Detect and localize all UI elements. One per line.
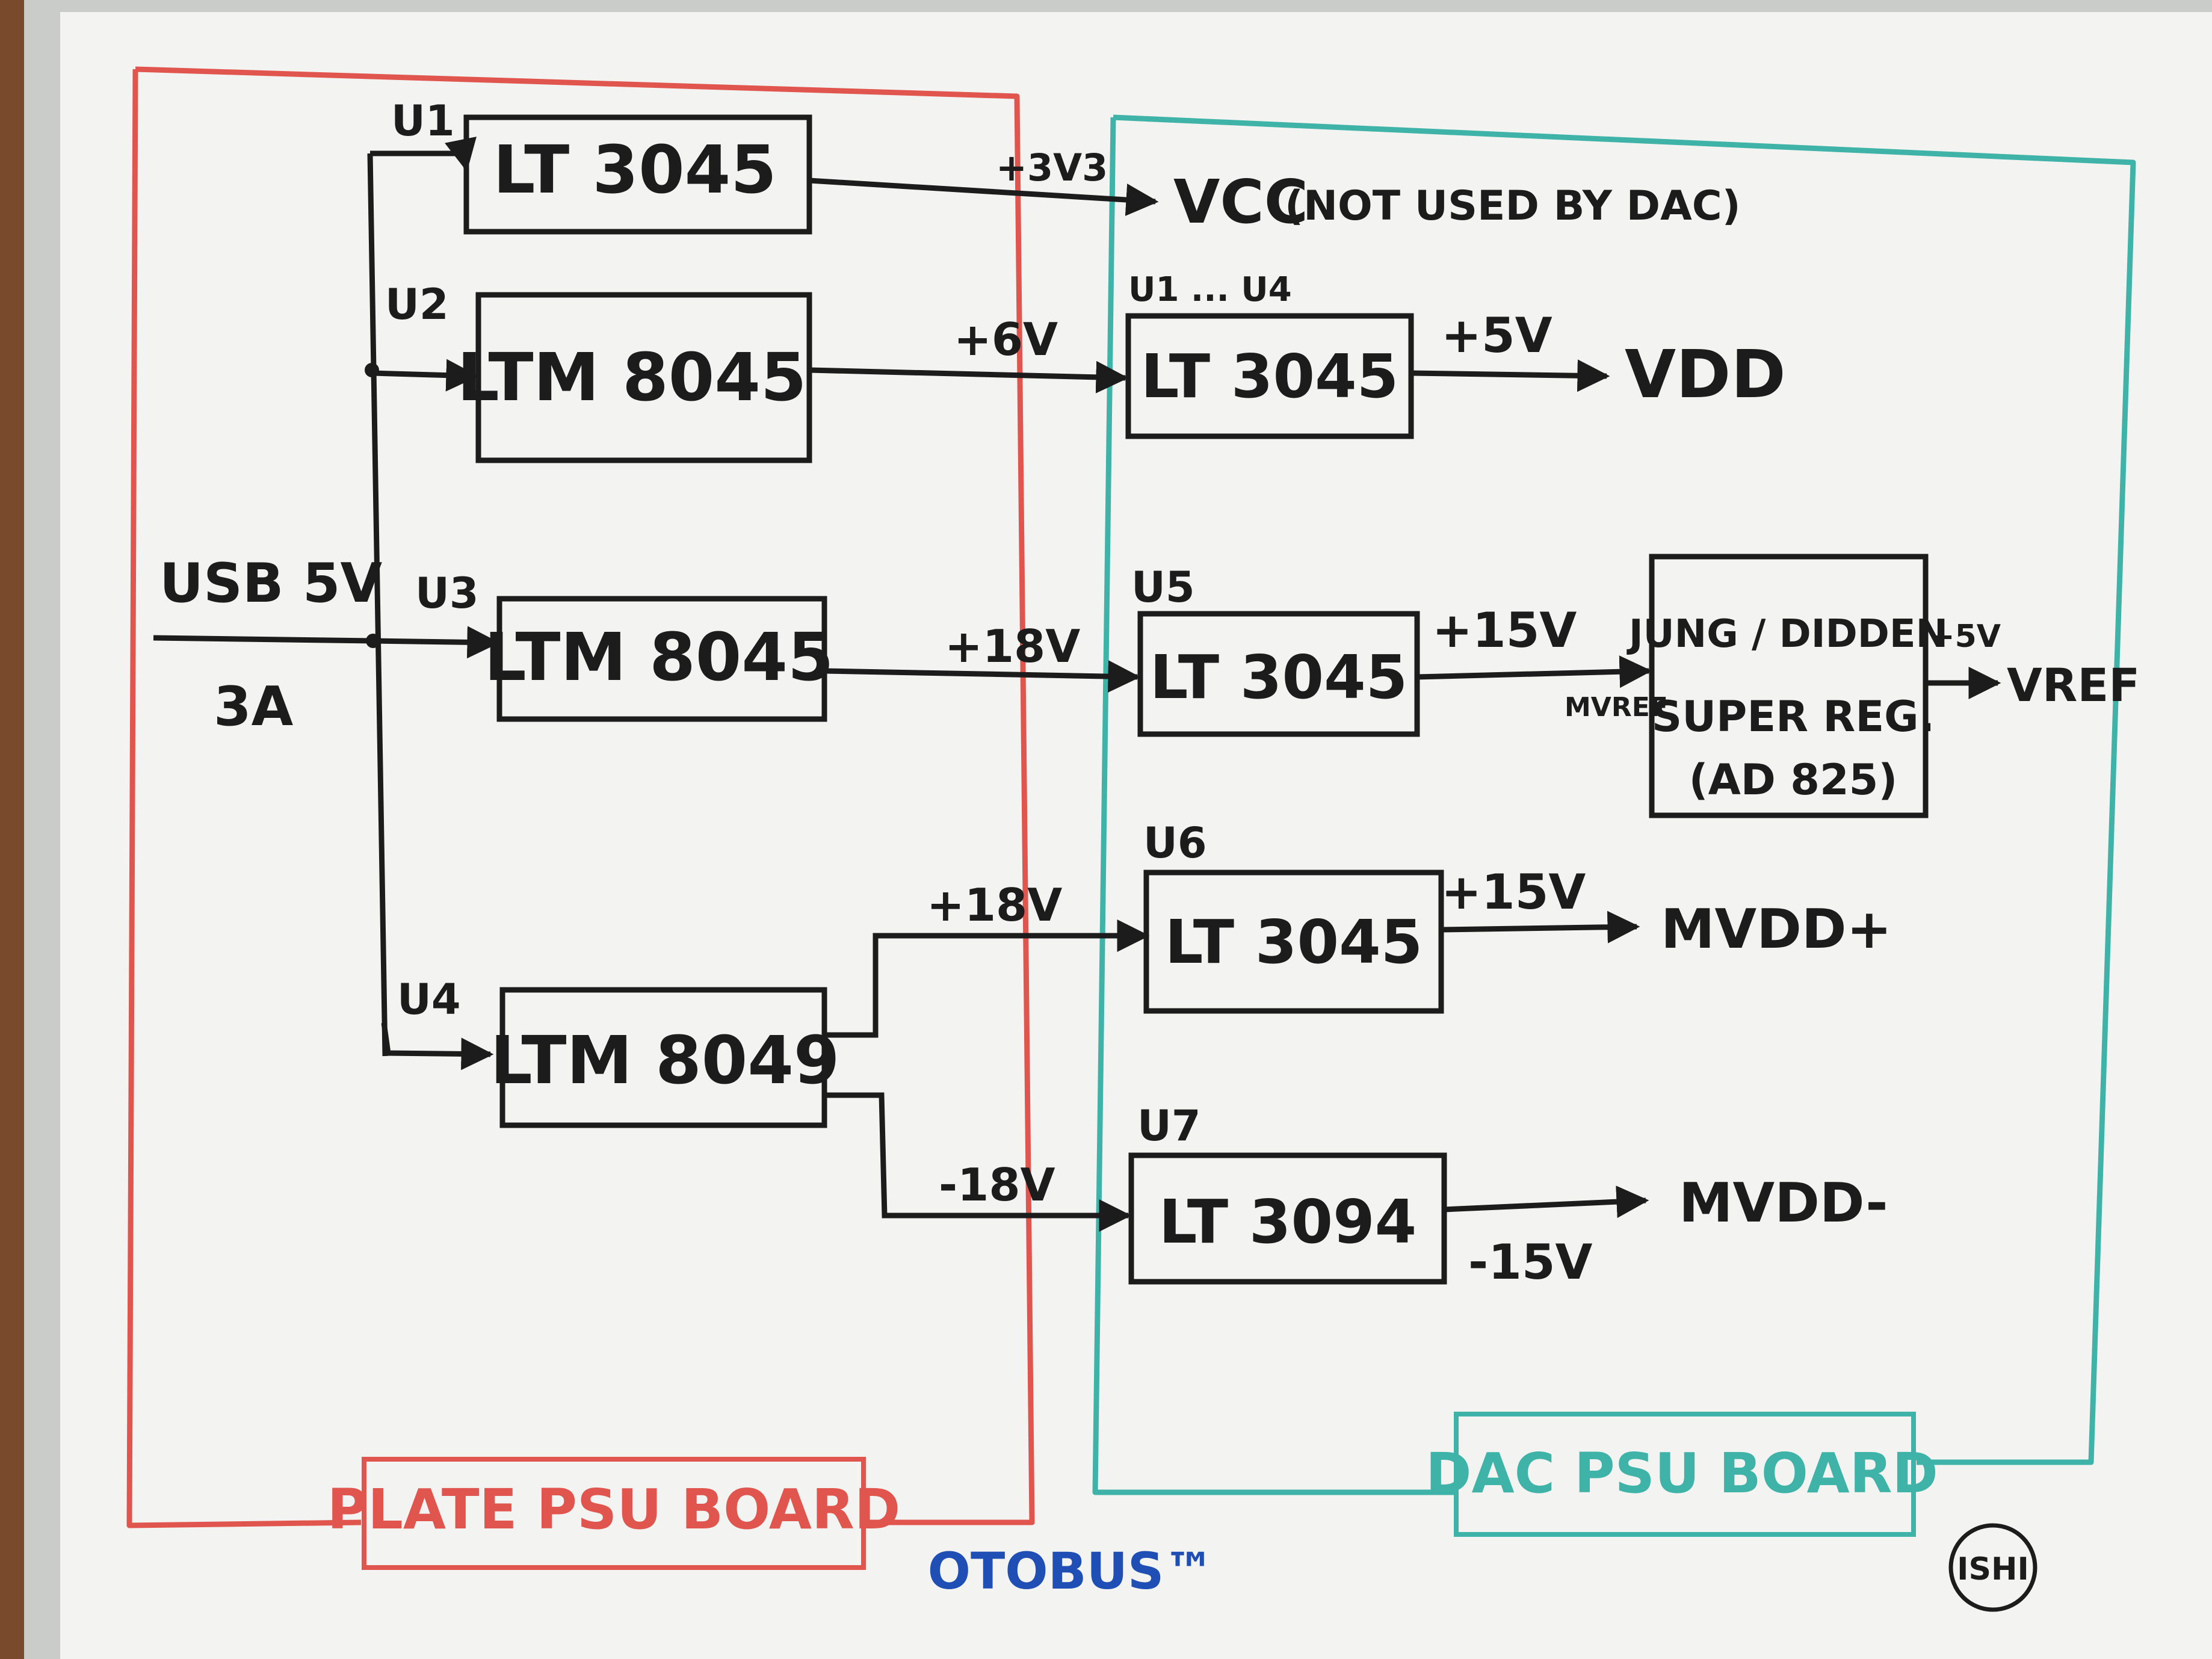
dac-u1-u4-ref: U1 ... U4	[1128, 270, 1292, 309]
u7-part: LT 3094	[1159, 1187, 1417, 1257]
bus-to-u4	[381, 1022, 494, 1070]
u4-positive-rail: +18V	[927, 879, 1062, 931]
bus-to-u3	[372, 626, 500, 659]
vcc-label: VCC	[1173, 167, 1308, 237]
bus-to-u2	[371, 359, 479, 392]
dac-u1-u4-part: LT 3045	[1141, 341, 1399, 412]
u7-block: U7 LT 3094	[1128, 1101, 1447, 1285]
dac-u1-u4-box	[1125, 313, 1414, 439]
u2-block: U2 LTM 8045	[385, 280, 812, 463]
u7-output-wire	[1444, 1185, 1649, 1219]
u6-ref: U6	[1143, 818, 1207, 868]
bus-wire	[367, 153, 388, 1057]
u2-ref: U2	[385, 280, 449, 329]
u5-box	[1137, 611, 1420, 737]
u5-output-rail: +15V	[1432, 602, 1577, 658]
u3-part: LTM 8045	[484, 619, 834, 696]
u4-positive-wire	[824, 919, 1150, 1038]
u5-block: U5 LT 3045	[1131, 563, 1420, 737]
dac-board-label: DAC PSU BOARD	[1426, 1441, 1938, 1506]
u7-output-rail: -15V	[1468, 1234, 1593, 1290]
dac-u1-u4-block: U1 ... U4 LT 3045	[1125, 270, 1414, 439]
u3-output-rail: +18V	[945, 620, 1080, 673]
u4-block: U4 LTM 8049	[397, 975, 840, 1128]
vref-label: VREF	[2007, 658, 2140, 712]
u2-part: LTM 8045	[457, 339, 807, 416]
plate-board-label-box	[362, 1457, 866, 1570]
super-reg-block: JUNG / DIDDEN SUPER REG. (AD 825)	[1627, 554, 1948, 818]
mvdd-neg-label: MVDD-	[1679, 1172, 1888, 1235]
u6-block: U6 LT 3045	[1143, 818, 1444, 1014]
whiteboard-surface	[60, 12, 2212, 1659]
u5-ref: U5	[1131, 563, 1195, 612]
u3-output-wire	[824, 660, 1141, 693]
u6-output-rail: +15V	[1441, 864, 1586, 920]
u1-part: LT 3045	[493, 131, 776, 208]
u4-negative-wire	[824, 1092, 1132, 1232]
vdd-wire	[1410, 359, 1610, 392]
u7-ref: U7	[1137, 1101, 1201, 1151]
u2-box	[475, 292, 812, 463]
super-reg-line3: (AD 825)	[1689, 755, 1898, 805]
vcc-note: (NOT USED BY DAC)	[1285, 182, 1741, 230]
u4-box	[499, 987, 827, 1128]
u1-box	[463, 114, 812, 235]
signature-label: ISHI	[1957, 1551, 2029, 1587]
plate-board-label: PLATE PSU BOARD	[327, 1477, 900, 1542]
u3-box	[496, 596, 827, 722]
u1-output-wire	[809, 178, 1159, 216]
u4-negative-rail: -18V	[939, 1158, 1055, 1211]
brand-label: OTOBUS™	[928, 1542, 1215, 1601]
u2-output-wire	[809, 360, 1129, 394]
plate-board-outline	[126, 66, 1035, 1528]
super-reg-line1: JUNG / DIDDEN	[1627, 612, 1948, 656]
u6-output-wire	[1441, 910, 1640, 944]
dac-board-label-box	[1454, 1412, 1916, 1537]
u1-output-rail: +3V3	[996, 146, 1108, 190]
u4-ref: U4	[397, 975, 461, 1024]
mvdd-pos-label: MVDD+	[1661, 898, 1892, 961]
u5-part: LT 3045	[1150, 642, 1408, 712]
u6-box	[1143, 870, 1444, 1014]
u1-ref: U1	[391, 96, 455, 146]
super-reg-output-rail: +5V	[1929, 619, 2001, 655]
input-current-label: 3A	[214, 675, 294, 738]
u1-block: U1 LT 3045	[391, 96, 812, 235]
vdd-label: VDD	[1625, 336, 1786, 413]
u3-ref: U3	[415, 569, 479, 618]
dac-board-outline	[1092, 114, 2136, 1495]
input-wire	[153, 635, 374, 644]
vdd-rail: +5V	[1441, 307, 1552, 363]
u6-part: LT 3045	[1165, 907, 1423, 977]
u2-output-rail: +6V	[954, 313, 1058, 366]
u7-box	[1128, 1152, 1447, 1285]
u4-part: LTM 8049	[490, 1022, 840, 1099]
super-reg-line2: SUPER REG.	[1652, 692, 1935, 741]
signature-circle	[1948, 1523, 2037, 1612]
u3-block: U3 LTM 8045	[415, 569, 834, 722]
input-label: USB 5V	[159, 552, 382, 615]
u5-output-wire	[1416, 655, 1652, 688]
super-reg-box	[1649, 554, 1929, 818]
